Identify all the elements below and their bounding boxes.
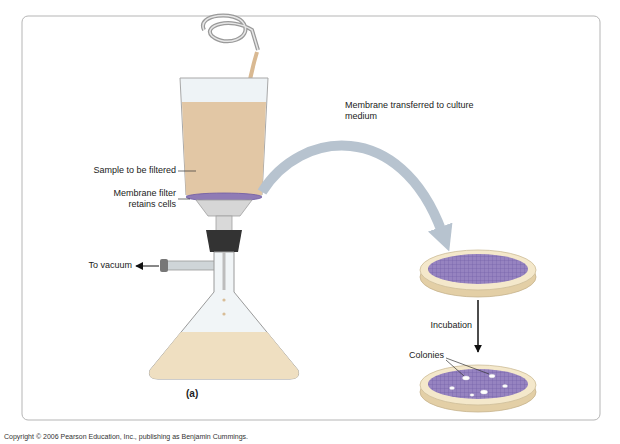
- filter-funnel: [180, 78, 268, 252]
- panel-letter: (a): [186, 388, 226, 399]
- part-label: To vacuum: [60, 260, 132, 271]
- vacuum-flask: [149, 252, 298, 379]
- leader-line: [446, 360, 464, 376]
- step-label: Membrane transferred to culture medium: [345, 100, 475, 122]
- step-label: Incubation: [380, 320, 472, 331]
- part-label: Membrane filter retains cells: [90, 188, 176, 210]
- transfer-arrow: [262, 146, 442, 232]
- part-label: Colonies: [390, 350, 444, 361]
- colony: [450, 374, 508, 396]
- part-label: Sample to be filtered: [60, 165, 176, 176]
- vacuum-arrow: [136, 266, 159, 267]
- culture-dish: [420, 250, 536, 297]
- incubation-arrow: [477, 300, 479, 352]
- leader-line: [446, 358, 489, 374]
- slide-frame: [22, 16, 600, 420]
- membrane-on-medium: [428, 254, 528, 284]
- leader-line: [178, 199, 190, 200]
- copyright-note: Copyright © 2006 Pearson Education, Inc.…: [4, 432, 248, 441]
- culture-dish: [420, 365, 536, 412]
- leader-line: [178, 171, 196, 172]
- side-arm: [165, 261, 215, 270]
- rubber-stopper: [206, 230, 242, 252]
